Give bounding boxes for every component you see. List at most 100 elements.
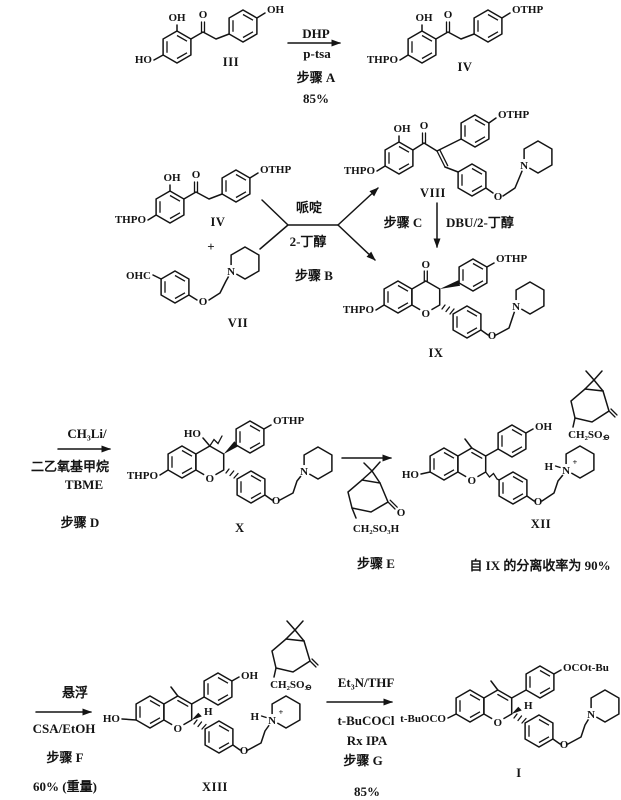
structure-iii: OH HO O OH III [135,4,285,69]
compound-id: IV [457,60,472,74]
ring-o-label: O [206,473,215,485]
reagent: DHP [302,26,330,41]
step-g: Et₃N/THF t-BuCOCl Rx IPA 步骤 G 85% [326,675,395,799]
solvent: 2-丁醇 [290,234,327,249]
sulfonate-label: CH₂SO₃ [568,429,606,441]
structure-vii: OHC O N VII [126,246,260,330]
ammonium-h-label: H [544,461,553,473]
step-label: 步骤 F [46,750,83,765]
compound-id: VII [228,316,249,330]
camphorsulfonic-acid-structure: O CH₂SO₃H [347,461,406,535]
carbonyl-double-bond [193,181,199,193]
pivalate-label: OCOt-Bu [563,662,609,674]
structure-iv-2: OH THPO O OTHP IV [115,164,292,229]
hash-bond [513,713,527,724]
n-gap [225,265,238,277]
hash-bond [225,468,239,479]
ring-o-label: O [468,475,477,487]
converge-lines [259,199,339,250]
sulfonic-acid-label: CH₂SO₃H [353,523,400,535]
n-label: N [300,466,308,478]
n-gap [518,159,531,171]
step-c: 步骤 C DBU/2-丁醇 [384,202,514,248]
aryl-ether-ring [524,714,554,748]
norbornane-ring [570,388,610,423]
structure-xii: CH₂SO₃ ⊖ HO OH O O H N + XII [402,370,618,531]
pivalate-label: t-BuOCO [400,713,446,725]
step-e: O CH₂SO₃H 步骤 E [341,454,406,571]
bridge-bonds [273,620,305,678]
othp-label: OTHP [260,164,291,176]
yield: 85% [354,784,380,799]
o-gap [491,715,505,729]
o-gap [203,471,217,485]
camphorsulfonate-structure: CH₂SO₃ ⊖ [568,370,618,442]
hash-bond [441,304,455,315]
ring-o-label: O [494,717,503,729]
step-label: 步骤 C [384,215,423,230]
aryl-ester-ring [525,665,555,699]
step-label: 步骤 B [295,268,333,283]
n-gap [298,465,311,477]
minus-charge: ⊖ [305,682,312,692]
thpo-label: THPO [343,304,375,316]
compound-id: IV [210,215,225,229]
aryl-oh-ring [497,424,527,458]
benzene-ring [167,445,197,479]
aryl-oh-ring [203,672,233,706]
bonds [447,669,592,745]
reagent: Et₃N/THF [338,675,395,690]
o-gap [419,306,433,320]
n-label: N [587,709,595,721]
ring-o-label: O [422,308,431,320]
chromene-double-bond [471,451,483,459]
n-label: N [562,465,570,477]
catalyst: p-tsa [303,46,331,61]
compound-id: IX [428,346,443,360]
arrow-to-viii [337,187,379,226]
aryl-ether-ring [204,720,234,754]
step-label: 步骤 A [297,70,336,85]
ether-o-label: O [534,496,543,508]
benzene-ring [160,270,190,304]
n-gap [266,714,279,726]
othp-label: OTHP [512,4,543,16]
reagent: 哌啶 [296,200,322,215]
yield: 60% (重量) [33,779,97,794]
condition: 悬浮 [62,685,88,700]
ether-o-label: O [494,191,503,203]
benzene-ring [162,30,192,64]
step-label: 步骤 D [61,515,100,530]
step-d: CH₃Li/ 二乙氧基甲烷 TBME 步骤 D [31,426,111,530]
carbonyl-o-label: O [199,9,208,21]
ketone-double-bond [387,499,398,510]
n-label: N [512,301,520,313]
reagent: CH₃Li/ [67,426,107,441]
ho-label: HO [103,713,121,725]
aryl-othp-ring [460,114,490,148]
carbonyl-double-bond [421,132,427,144]
bridge-bonds [351,461,381,519]
oh-label: OH [168,12,186,24]
carbonyl-double-bond [423,270,428,282]
wedge-bond [439,280,461,289]
ketone-double-bond [309,658,319,668]
n-gap [560,464,573,476]
ammonium-h-label: H [250,711,259,723]
aryl-othp-ring [458,258,488,292]
oh-label: OH [267,4,285,16]
othp-label: OTHP [498,109,529,121]
hash-bond [193,719,207,730]
o-gap [171,721,185,735]
ether-o-label: O [199,296,208,308]
thpo-label: THPO [344,165,376,177]
bonds [376,117,525,197]
aryl-ether-ring [457,163,487,197]
ho-label: HO [184,428,202,440]
n-label: N [268,715,276,727]
bonds [153,12,266,61]
bonds [375,262,517,336]
sulfonate-label: CH₂SO₃ [270,679,308,691]
reagent: DBU/2-丁醇 [446,215,514,230]
